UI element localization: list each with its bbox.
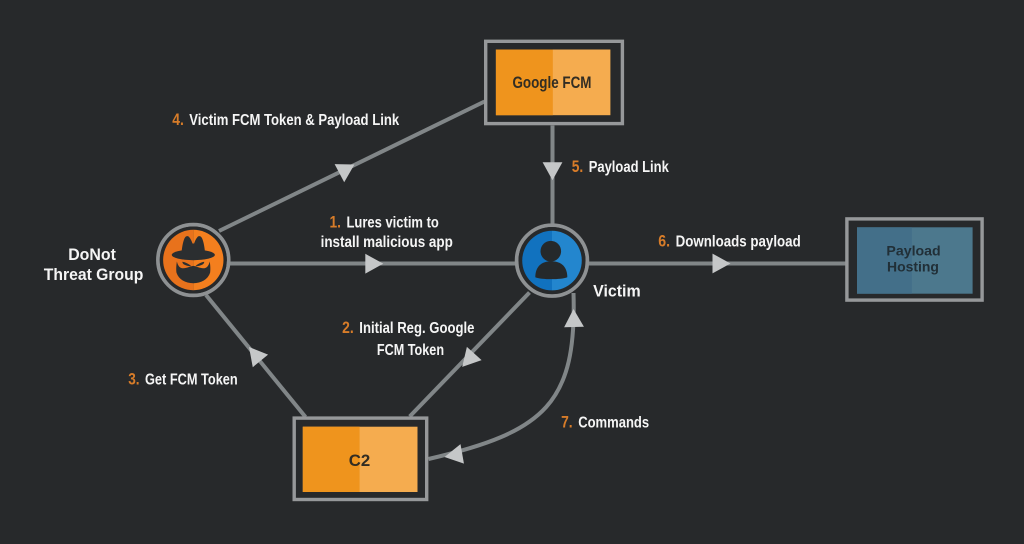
svg-text:Get FCM Token: Get FCM Token (145, 371, 238, 389)
svg-text:Payload Link: Payload Link (589, 159, 670, 177)
svg-text:Threat Group: Threat Group (44, 265, 144, 284)
svg-text:Victim FCM Token & Payload Lin: Victim FCM Token & Payload Link (189, 112, 400, 130)
svg-text:install malicious app: install malicious app (321, 234, 453, 251)
svg-text:Initial Reg. Google: Initial Reg. Google (359, 320, 474, 337)
svg-text:Google FCM: Google FCM (513, 74, 592, 93)
svg-text:Lures victim to: Lures victim to (347, 214, 439, 232)
svg-text:Commands: Commands (578, 414, 649, 432)
svg-text:FCM Token: FCM Token (377, 341, 444, 359)
svg-text:C2: C2 (349, 451, 370, 470)
svg-text:3.: 3. (128, 370, 139, 389)
svg-text:Downloads payload: Downloads payload (676, 234, 801, 251)
svg-text:Hosting: Hosting (887, 260, 939, 275)
svg-text:5.: 5. (572, 158, 584, 177)
svg-text:DoNot: DoNot (68, 245, 116, 264)
svg-text:2.: 2. (342, 319, 354, 338)
svg-text:7.: 7. (561, 413, 573, 432)
svg-text:6.: 6. (658, 232, 670, 250)
svg-text:4.: 4. (172, 111, 184, 130)
svg-text:Payload: Payload (886, 243, 940, 259)
svg-text:1.: 1. (330, 213, 342, 232)
svg-text:Victim: Victim (593, 282, 641, 300)
